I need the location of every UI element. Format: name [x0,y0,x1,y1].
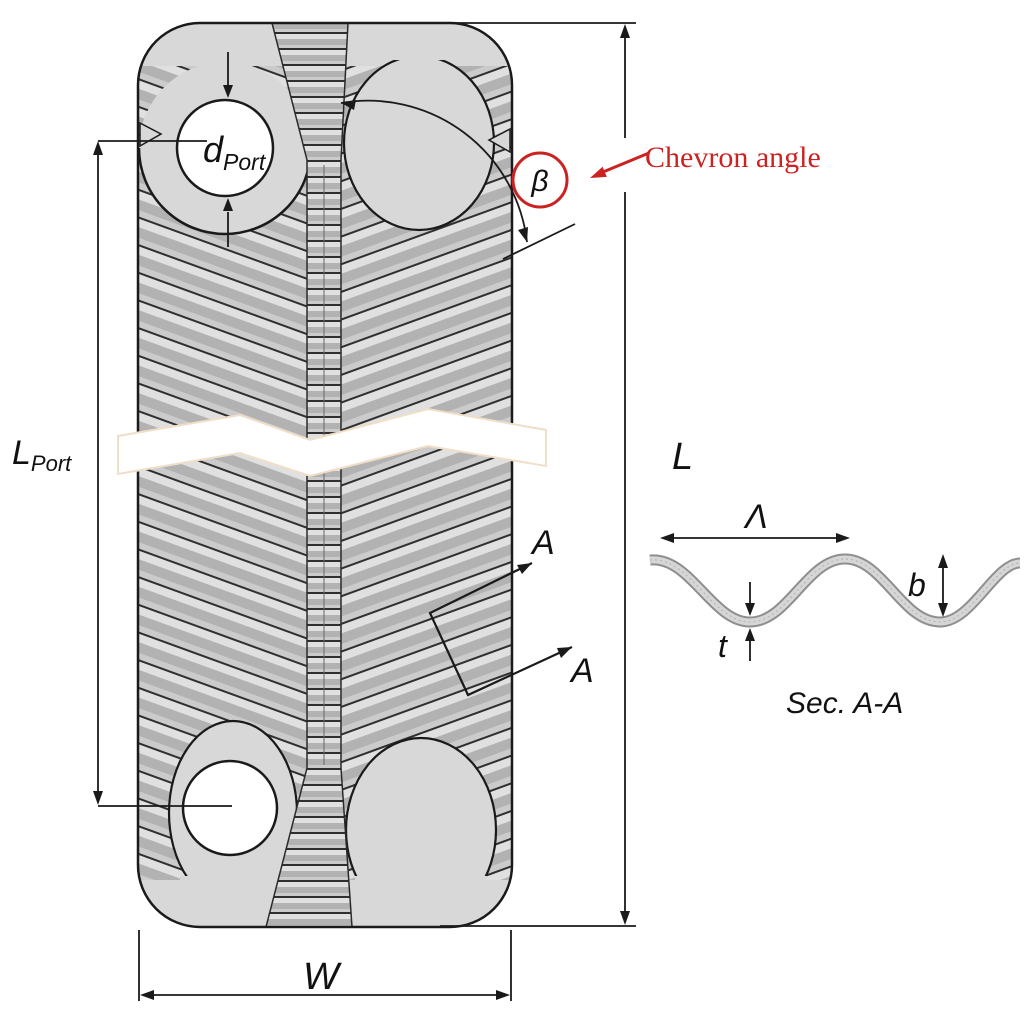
chevron-callout-arrowhead [590,166,607,178]
port-top-right [342,54,496,232]
label-length: L [672,436,693,478]
port-hole-top-left [175,98,275,198]
plate-body [138,23,512,927]
port-bottom-right-blend [355,876,487,925]
section-cut-line [428,562,573,697]
label-lport: LPort [12,434,72,476]
port-top-right-blend [365,26,477,60]
label-dport: dPort [203,129,267,175]
dim-thickness [745,582,755,661]
plate-outline [136,21,514,929]
dim-l [440,22,636,927]
label-thickness: t [718,628,728,664]
gasket-notch-right [487,127,511,154]
dim-lport [93,140,232,807]
dim-depth [938,554,948,617]
chevron-angle-arc [340,99,576,260]
cross-section-wave [649,553,1022,628]
beta-circle [511,151,569,209]
dim-wavelength [660,533,850,543]
chevron-angle-annotation [511,151,650,209]
label-section-caption: Sec. A-A [786,687,903,720]
plate-break-band [117,407,547,478]
label-section-a-top: A [530,524,555,562]
port-hole-bottom-left [181,759,279,857]
port-surround-arc-top-left [138,147,313,236]
chevron-callout-arrow [602,151,650,174]
label-beta: β [530,165,548,198]
label-chevron-angle: Chevron angle [645,141,821,174]
label-depth: b [908,567,926,603]
dim-w [138,930,512,1001]
dim-dport [223,52,233,247]
label-wavelength: Λ [743,498,768,536]
label-section-a-bottom: A [569,652,594,690]
label-width: W [303,956,342,998]
